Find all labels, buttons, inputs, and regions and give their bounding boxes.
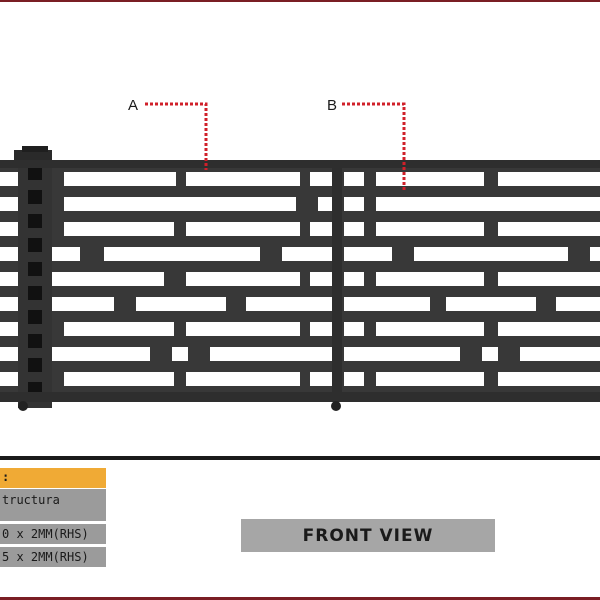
gate-bottom-rail xyxy=(0,392,600,402)
gate-slot-opening xyxy=(0,197,18,211)
spec-structure-label: tructura xyxy=(0,489,106,521)
post-square-tube xyxy=(28,238,42,252)
post-square-tube xyxy=(28,310,42,324)
gate-slot-opening xyxy=(64,372,174,386)
front-view-label: FRONT VIEW xyxy=(241,519,495,552)
gate-slot-opening xyxy=(186,322,300,336)
gate-slot-opening xyxy=(520,347,600,361)
gate-slot-opening xyxy=(52,347,150,361)
gate-slot-opening xyxy=(344,222,364,236)
gate-slot-opening xyxy=(0,272,18,286)
gate-slot-opening xyxy=(310,172,332,186)
gate-slot-opening xyxy=(0,372,18,386)
gate-slot-opening xyxy=(186,172,300,186)
spec-rhs-size-2: 5 x 2MM(RHS) xyxy=(0,547,106,567)
gate-slot-opening xyxy=(104,247,260,261)
gate-slot-opening xyxy=(310,222,332,236)
gate-slot-opening xyxy=(344,172,364,186)
post-cap xyxy=(14,150,52,160)
gate-slot-opening xyxy=(282,247,332,261)
gate-front-view-drawing: A B xyxy=(0,97,600,411)
gate-wheel-center xyxy=(331,401,341,411)
gate-slot-opening xyxy=(136,297,226,311)
gate-slot-opening xyxy=(376,372,484,386)
gate-slot-opening xyxy=(246,297,332,311)
gate-slot-opening xyxy=(186,372,300,386)
gate-slot-opening xyxy=(64,197,296,211)
gate-slot-opening xyxy=(414,247,568,261)
gate-slot-opening xyxy=(64,172,176,186)
gate-slot-opening xyxy=(0,222,18,236)
gate-slot-opening xyxy=(376,322,484,336)
post-square-tube xyxy=(28,190,42,204)
spec-rhs-size-1: 0 x 2MM(RHS) xyxy=(0,524,106,544)
gate-slot-opening xyxy=(376,172,484,186)
post-square-tube xyxy=(28,262,42,276)
post-square-tube xyxy=(28,286,42,300)
post-square-tube xyxy=(28,166,42,180)
gate-slot-opening xyxy=(498,272,600,286)
section-divider xyxy=(0,456,600,460)
post-cap-top xyxy=(22,146,48,152)
gate-slot-opening xyxy=(344,372,364,386)
gate-slot-opening xyxy=(310,322,332,336)
gate-slot-opening xyxy=(0,322,18,336)
gate-slot-opening xyxy=(498,222,600,236)
gate-slot-opening xyxy=(482,347,498,361)
gate-slot-opening xyxy=(64,322,174,336)
gate-slot-opening xyxy=(344,247,392,261)
gate-slot-opening xyxy=(318,197,332,211)
gate-wheel-left xyxy=(18,401,28,411)
gate-slot-opening xyxy=(52,272,164,286)
gate-slot-opening xyxy=(0,347,18,361)
gate-slot-opening xyxy=(344,347,460,361)
gate-slot-opening xyxy=(0,172,18,186)
gate-slot-opening xyxy=(556,297,600,311)
gate-slot-opening xyxy=(52,247,80,261)
callout-markers: A B xyxy=(128,97,406,192)
gate-slot-opening xyxy=(0,297,18,311)
top-border-rule xyxy=(0,0,600,2)
callout-b-leader-line xyxy=(342,102,406,192)
bottom-border-rule xyxy=(0,597,600,600)
gate-top-rail xyxy=(0,160,600,168)
post-square-tube xyxy=(28,334,42,348)
gate-slot-opening xyxy=(498,322,600,336)
gate-slot-opening xyxy=(186,272,300,286)
callout-a-leader-line xyxy=(145,102,208,170)
gate-slot-opening xyxy=(64,222,174,236)
gate-slot-opening xyxy=(498,172,600,186)
callout-a-label: A xyxy=(128,97,138,114)
callout-b-label: B xyxy=(327,97,337,114)
post-square-tube xyxy=(28,214,42,228)
gate-slot-opening xyxy=(172,347,188,361)
gate-center-stile xyxy=(332,160,342,400)
gate-slot-opening xyxy=(590,247,600,261)
gate-slot-opening xyxy=(186,222,300,236)
gate-slot-opening xyxy=(376,197,600,211)
spec-table-header: : xyxy=(0,468,106,488)
gate-slot-opening xyxy=(446,297,536,311)
gate-slot-opening xyxy=(0,247,18,261)
gate-slot-opening xyxy=(376,222,484,236)
gate-slot-opening xyxy=(310,272,332,286)
gate-slot-opening xyxy=(344,272,364,286)
gate-slot-opening xyxy=(344,297,430,311)
gate-structure xyxy=(0,146,600,411)
gate-slot-opening xyxy=(210,347,332,361)
post-square-tube xyxy=(28,358,42,372)
gate-slot-opening xyxy=(344,322,364,336)
gate-slot-opening xyxy=(498,372,600,386)
gate-slot-opening xyxy=(344,197,364,211)
gate-slot-opening xyxy=(52,297,114,311)
gate-slot-opening xyxy=(376,272,484,286)
gate-slot-opening xyxy=(310,372,332,386)
